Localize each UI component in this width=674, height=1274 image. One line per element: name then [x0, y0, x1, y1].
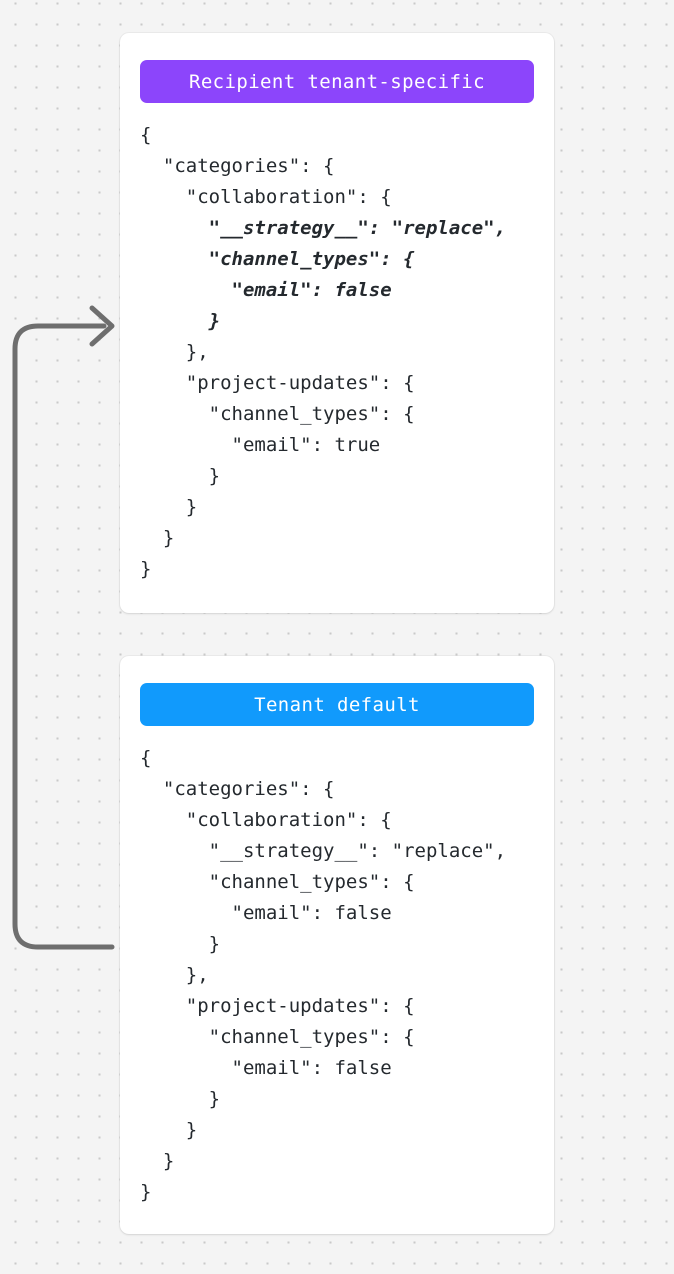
code-line: "categories": { — [140, 778, 335, 800]
code-line: "project-updates": { — [140, 995, 415, 1017]
code-line: } — [140, 1088, 221, 1110]
code-line: } — [140, 527, 175, 549]
code-line: { — [140, 124, 152, 146]
code-line: } — [140, 558, 152, 580]
code-line: "collaboration": { — [140, 186, 392, 208]
code-line: "channel_types": { — [140, 248, 415, 270]
code-line: }, — [140, 341, 209, 363]
code-line: } — [140, 1150, 175, 1172]
code-line: } — [140, 310, 221, 332]
code-line: "channel_types": { — [140, 403, 415, 425]
code-line: } — [140, 933, 221, 955]
code-line: "email": false — [140, 279, 392, 301]
code-line: "categories": { — [140, 155, 335, 177]
code-line: "collaboration": { — [140, 809, 392, 831]
connector-arrowhead-icon — [89, 305, 115, 347]
code-line: "email": false — [140, 1057, 392, 1079]
card-tenant-default: Tenant default { "categories": { "collab… — [120, 656, 554, 1234]
code-line: }, — [140, 964, 209, 986]
code-line: "email": false — [140, 902, 392, 924]
code-line: "__strategy__": "replace", — [140, 840, 507, 862]
connector-path — [12, 323, 115, 950]
code-line: "project-updates": { — [140, 372, 415, 394]
code-line: "channel_types": { — [140, 871, 415, 893]
code-line: "email": true — [140, 434, 381, 456]
badge-tenant-default: Tenant default — [140, 683, 534, 726]
badge-recipient-tenant-specific: Recipient tenant-specific — [140, 60, 534, 103]
card-recipient-tenant-specific: Recipient tenant-specific { "categories"… — [120, 33, 554, 613]
code-line: "__strategy__": "replace", — [140, 217, 507, 239]
code-line: { — [140, 747, 152, 769]
code-block-tenant-default: { "categories": { "collaboration": { "__… — [140, 743, 534, 1208]
code-line: } — [140, 1119, 198, 1141]
code-line: } — [140, 1181, 152, 1203]
code-line: } — [140, 465, 221, 487]
code-line: "channel_types": { — [140, 1026, 415, 1048]
code-line: } — [140, 496, 198, 518]
code-block-recipient-tenant-specific: { "categories": { "collaboration": { "__… — [140, 120, 534, 585]
